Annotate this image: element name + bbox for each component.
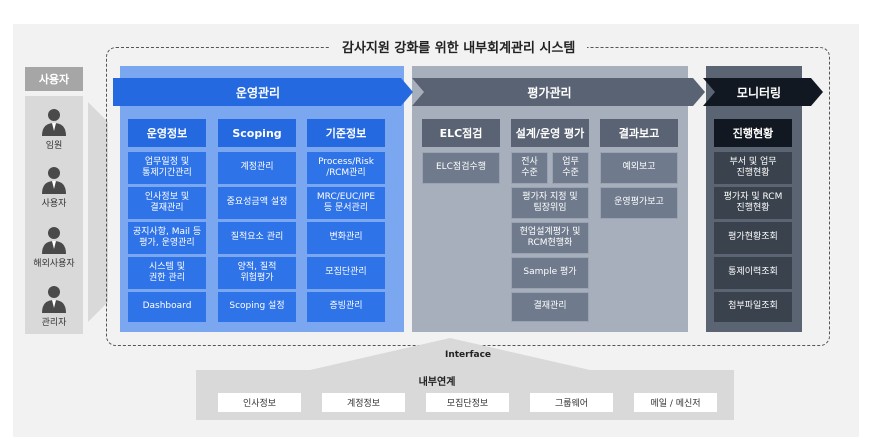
operation-info-item: 시스템 및 권한 관리 <box>128 257 206 289</box>
elc-item: ELC점검수행 <box>422 152 500 184</box>
interface-label: Interface <box>445 350 492 360</box>
user-label: 관리자 <box>41 318 67 328</box>
users-column: 임원 사용자 해외사용자 관리자 <box>25 96 83 334</box>
evaluation-title: 평가관리 <box>527 85 572 100</box>
user-label: 해외사용자 <box>33 259 75 269</box>
monitoring-item: 평가자 및 RCM 진행현황 <box>714 187 792 219</box>
scoping-header: Scoping <box>218 119 296 147</box>
operation-info-item: 공지사항, Mail 등 평가, 운영관리 <box>128 222 206 254</box>
design-operation-item: 현업설계평가 및 RCM현행화 <box>511 222 589 254</box>
link-item: 계정정보 <box>322 393 405 412</box>
user-general: 사용자 <box>25 164 83 209</box>
scoping-item: 질적요소 관리 <box>218 222 296 254</box>
reference-info-item: MRC/EUC/IPE 등 문서관리 <box>307 187 385 219</box>
scoping-item: Scoping 설정 <box>218 292 296 322</box>
operation-info-header: 운영정보 <box>128 119 206 147</box>
monitoring-item: 평가현황조회 <box>714 222 792 254</box>
person-icon <box>42 286 66 313</box>
link-item: 인사정보 <box>218 393 301 412</box>
company-level-item: 전사 수준 <box>511 152 548 184</box>
reference-info-item: 증빙관리 <box>307 292 385 322</box>
user-admin: 관리자 <box>25 283 83 328</box>
design-operation-item: 결재관리 <box>511 292 589 322</box>
monitoring-item: 통제이력조회 <box>714 257 792 289</box>
monitoring-item: 첨부파일조회 <box>714 292 792 322</box>
link-item: 메일 / 메신저 <box>634 393 717 412</box>
reference-info-item: 변화관리 <box>307 222 385 254</box>
result-report-item: 운영평가보고 <box>600 187 678 219</box>
scoping-item: 양적, 질적 위험평가 <box>218 257 296 289</box>
user-label: 사용자 <box>41 199 67 209</box>
user-executive: 임원 <box>25 106 83 151</box>
system-title: 감사지원 강화를 위한 내부회계관리 시스템 <box>330 37 588 56</box>
elc-header: ELC점검 <box>422 119 500 147</box>
person-icon <box>42 167 66 194</box>
monitoring-item: 부서 및 업무 진행현황 <box>714 152 792 184</box>
link-item: 그룹웨어 <box>530 393 613 412</box>
operation-info-item: 인사정보 및 결재관리 <box>128 187 206 219</box>
design-operation-header: 설계/운영 평가 <box>511 119 589 147</box>
design-operation-item: 평가자 지정 및 팀장위임 <box>511 187 589 219</box>
users-header: 사용자 <box>25 67 83 91</box>
process-level-item: 업무 수준 <box>552 152 589 184</box>
design-operation-item: Sample 평가 <box>511 257 589 289</box>
user-overseas: 해외사용자 <box>25 224 83 269</box>
operation-title: 운영관리 <box>235 85 281 100</box>
reference-info-item: 모집단관리 <box>307 257 385 289</box>
person-icon <box>42 227 66 254</box>
reference-info-item: Process/Risk /RCM관리 <box>307 152 385 184</box>
link-item: 모집단정보 <box>426 393 509 412</box>
reference-info-header: 기준정보 <box>307 119 385 147</box>
monitoring-title: 모니터링 <box>736 85 782 100</box>
section-arrows <box>113 78 823 106</box>
internal-link-title: 내부연계 <box>418 377 456 388</box>
result-report-header: 결과보고 <box>600 119 678 147</box>
scoping-item: 계정관리 <box>218 152 296 184</box>
progress-header: 진행현황 <box>714 119 792 147</box>
scoping-item: 중요성금액 설정 <box>218 187 296 219</box>
person-icon <box>42 109 66 136</box>
user-label: 임원 <box>45 141 63 151</box>
funnel-connector <box>88 102 108 322</box>
operation-info-item: Dashboard <box>128 292 206 322</box>
interface-connector <box>310 338 590 370</box>
operation-info-item: 업무일정 및 통제기간관리 <box>128 152 206 184</box>
result-report-item: 예외보고 <box>600 152 678 184</box>
